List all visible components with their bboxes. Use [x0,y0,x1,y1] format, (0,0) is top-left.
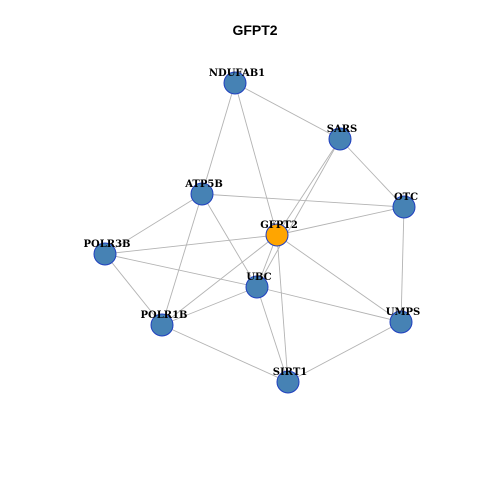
node-label-polr1b: POLR1B [141,310,188,321]
edge-ubc-sirt1 [256,286,289,383]
edge-gfpt2-polr3b [104,234,278,255]
edge-ndufab1-atp5b [201,82,236,195]
node-ndufab1 [223,71,247,95]
edge-otc-umps [400,206,405,323]
node-umps [389,310,413,334]
node-label-gfpt2: GFPT2 [260,220,298,231]
edge-ubc-umps [256,286,402,323]
node-sars [328,127,352,151]
edge-umps-sirt1 [287,321,402,383]
edge-sars-otc [339,138,405,208]
edge-polr1b-sirt1 [161,324,289,383]
edge-ndufab1-sars [234,82,341,140]
edge-gfpt2-otc [276,206,405,236]
node-sirt1 [276,370,300,394]
node-label-atp5b: ATP5B [184,179,223,190]
node-layer [93,71,416,394]
node-label-umps: UMPS [386,307,421,318]
node-label-ubc: UBC [246,272,271,283]
edge-atp5b-polr3b [104,193,203,255]
edge-gfpt2-sirt1 [276,234,289,383]
edge-sars-ubc [256,138,341,288]
edge-polr3b-polr1b [104,253,163,326]
node-label-polr3b: POLR3B [84,239,131,250]
node-label-sars: SARS [327,124,358,135]
node-label-otc: OTC [394,192,418,203]
edge-polr3b-ubc [104,253,258,288]
node-atp5b [190,182,214,206]
edge-gfpt2-umps [276,234,402,323]
edge-atp5b-otc [201,193,405,208]
edge-layer [104,82,405,383]
node-polr3b [93,242,117,266]
edge-gfpt2-polr1b [161,234,278,326]
node-ubc [245,275,269,299]
node-label-ndufab1: NDUFAB1 [209,68,265,79]
edge-ubc-polr1b [161,286,258,326]
node-otc [392,195,416,219]
edge-atp5b-polr1b [161,193,203,326]
graph-title: GFPT2 [232,22,277,38]
edge-ndufab1-gfpt2 [234,82,278,236]
node-label-sirt1: SIRT1 [273,367,307,378]
edge-sars-gfpt2 [276,138,341,236]
node-gfpt2 [265,223,289,247]
node-polr1b [150,313,174,337]
